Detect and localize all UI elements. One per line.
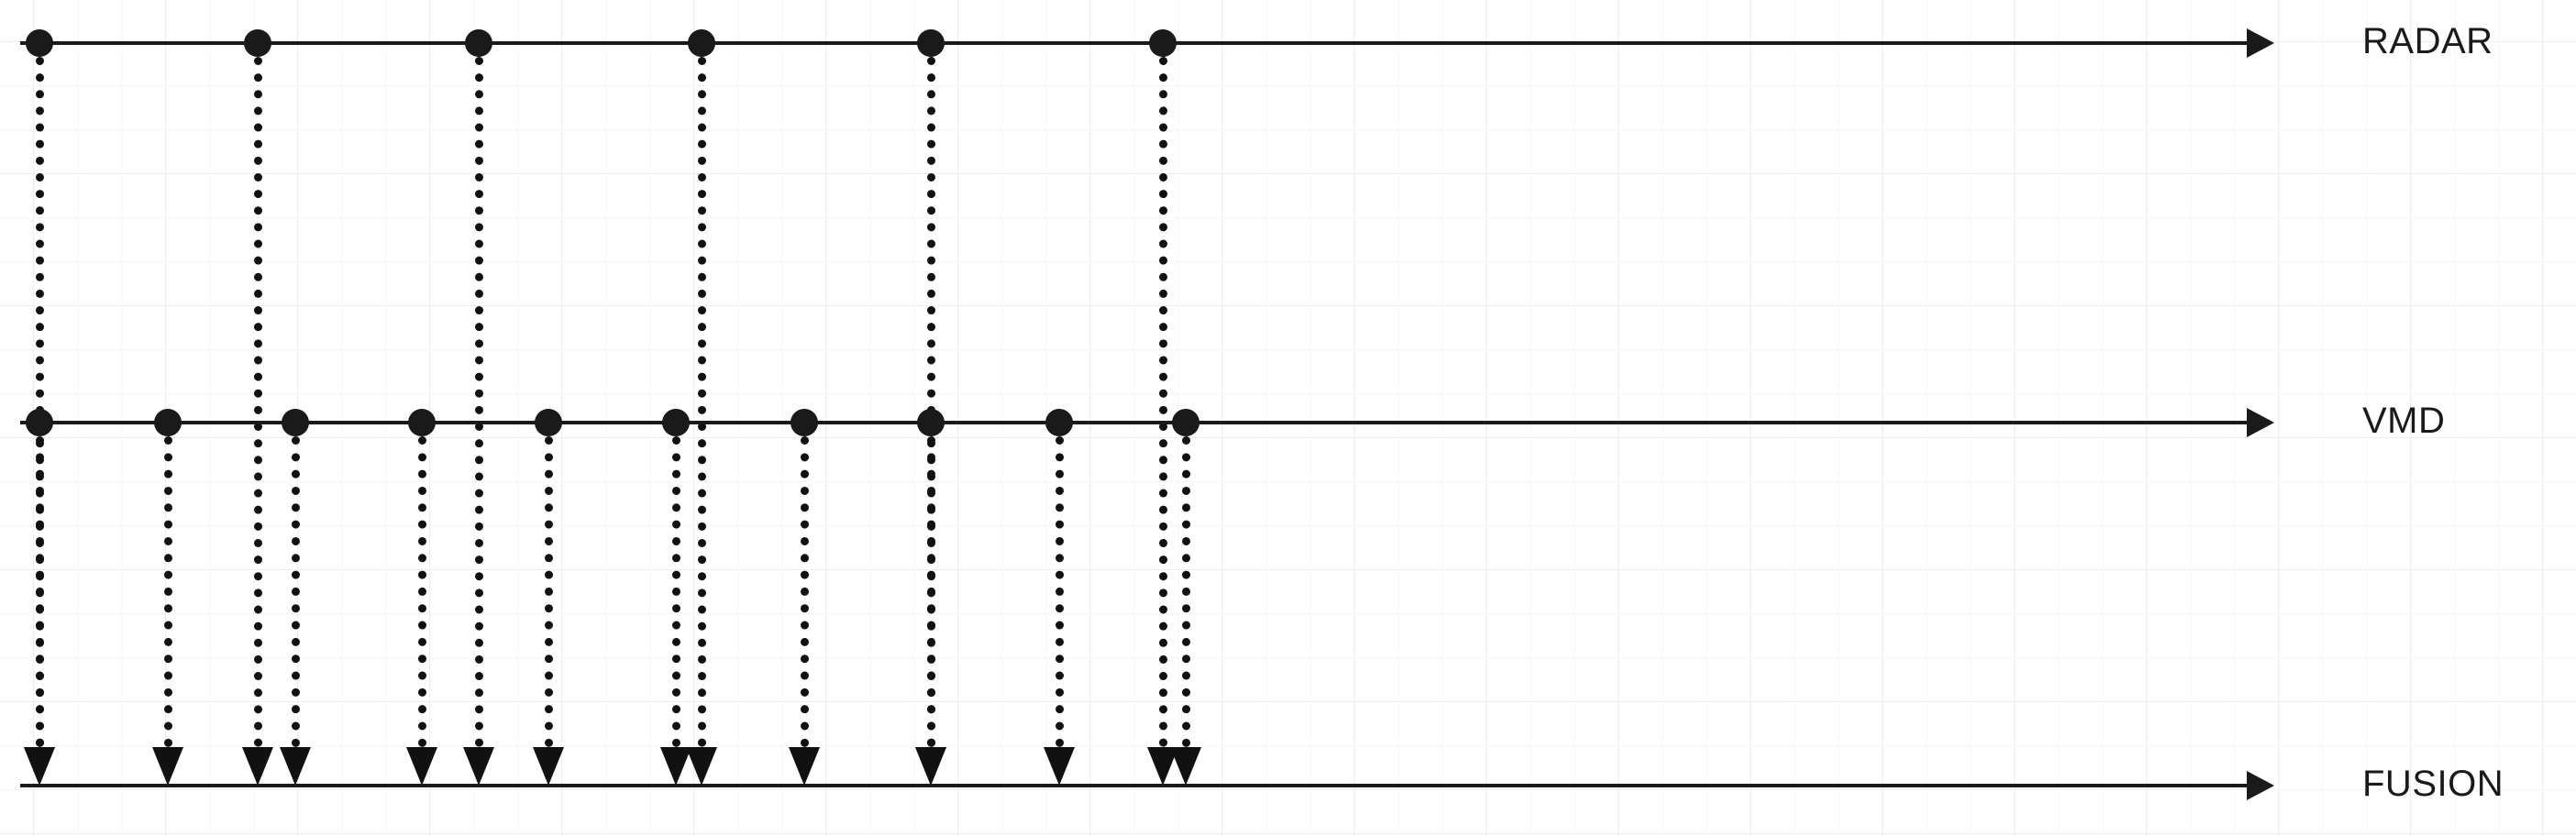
connector-arrowhead	[533, 747, 564, 786]
connector-line	[800, 436, 809, 747]
event-dot[interactable]	[790, 409, 818, 436]
connector-arrowhead	[915, 747, 946, 786]
connector-line	[544, 436, 553, 747]
event-dot[interactable]	[1149, 29, 1177, 57]
connector-line	[253, 57, 262, 747]
connector-line	[926, 57, 935, 747]
event-dot[interactable]	[688, 29, 715, 57]
event-dot[interactable]	[154, 409, 182, 436]
connector-line	[35, 436, 44, 747]
lane-arrow-icon-vmd	[2247, 408, 2274, 437]
connector-arrowhead	[152, 747, 183, 786]
event-dot[interactable]	[26, 409, 53, 436]
event-dot[interactable]	[465, 29, 492, 57]
connector-line	[697, 57, 706, 747]
lane-arrow-icon-radar	[2247, 28, 2274, 58]
event-dot[interactable]	[535, 409, 562, 436]
connector-arrowhead	[406, 747, 437, 786]
connector-line	[163, 436, 172, 747]
connector-arrowhead	[463, 747, 494, 786]
event-dot[interactable]	[26, 29, 53, 57]
event-dot[interactable]	[244, 29, 271, 57]
connector-line	[1158, 57, 1167, 747]
event-dot[interactable]	[917, 29, 945, 57]
connector-line	[417, 436, 426, 747]
lane-label-vmd: VMD	[2362, 401, 2446, 441]
lane-axis-fusion	[20, 784, 2247, 787]
connector-arrowhead	[242, 747, 273, 786]
lane-axis-radar	[20, 41, 2247, 45]
connector-line	[1181, 436, 1190, 747]
connector-line	[291, 436, 300, 747]
connector-line	[474, 57, 483, 747]
connector-arrowhead	[660, 747, 691, 786]
lane-label-fusion: FUSION	[2362, 764, 2504, 804]
event-dot[interactable]	[662, 409, 690, 436]
event-dot[interactable]	[408, 409, 436, 436]
connector-line	[35, 57, 44, 747]
event-dot[interactable]	[282, 409, 309, 436]
connector-arrowhead	[24, 747, 55, 786]
event-dot[interactable]	[1045, 409, 1073, 436]
event-dot[interactable]	[917, 409, 945, 436]
connector-arrowhead	[1044, 747, 1075, 786]
connector-line	[1055, 436, 1064, 747]
event-dot[interactable]	[1172, 409, 1200, 436]
lane-label-radar: RADAR	[2362, 21, 2493, 61]
connector-arrowhead	[789, 747, 820, 786]
lane-axis-vmd	[20, 421, 2247, 424]
connector-line	[926, 436, 935, 747]
lane-arrow-icon-fusion	[2247, 771, 2274, 800]
connector-arrowhead	[280, 747, 311, 786]
connector-arrowhead	[1170, 747, 1201, 786]
connector-line	[671, 436, 680, 747]
